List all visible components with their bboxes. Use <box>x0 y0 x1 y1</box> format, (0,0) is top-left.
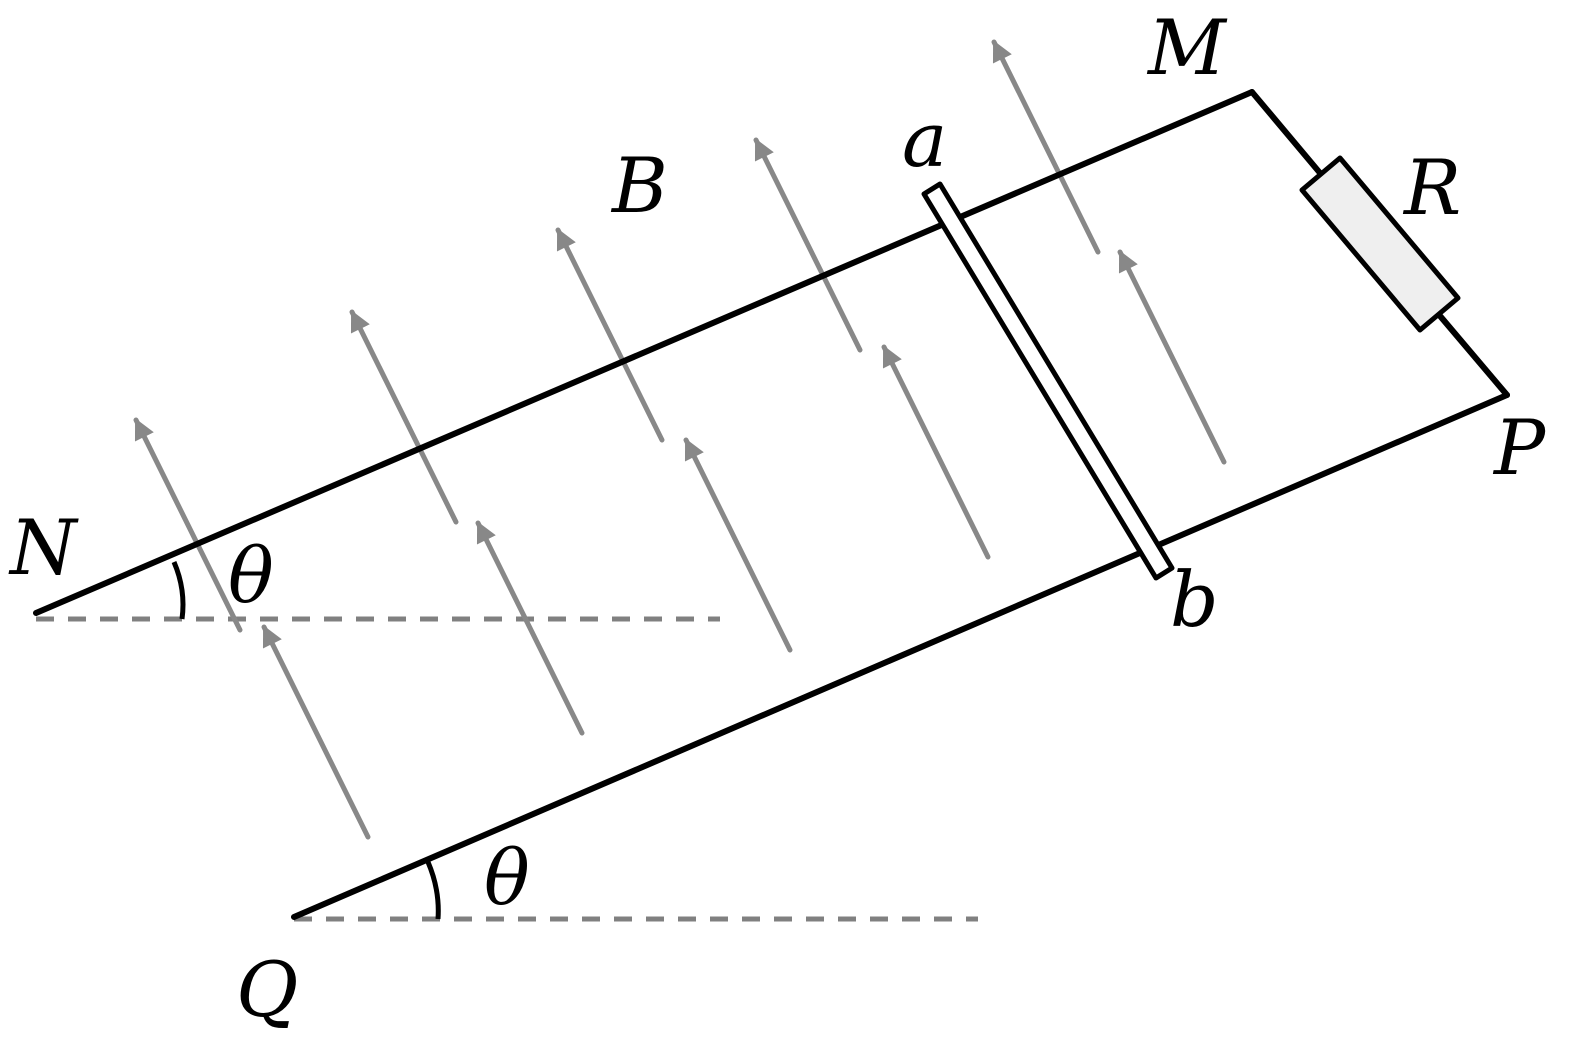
label-p: P <box>1492 403 1547 492</box>
field-arrow-5 <box>991 39 1101 255</box>
field-arrow-4 <box>753 137 863 353</box>
angle-arc-upper <box>171 561 186 620</box>
angle-arc-lower <box>425 861 441 920</box>
field-arrow-1 <box>133 417 243 633</box>
field-arrow-6 <box>261 624 371 840</box>
magnetic-field-arrows <box>133 39 1227 840</box>
field-arrow-9 <box>881 344 991 560</box>
wire-m-to-resistor <box>1249 89 1323 176</box>
label-a: a <box>902 95 947 184</box>
label-b-field: B <box>610 141 668 230</box>
field-arrow-10 <box>1117 249 1227 465</box>
label-r: R <box>1402 143 1461 232</box>
conducting-rod-ab <box>921 181 1175 581</box>
label-b-rod-end: b <box>1170 555 1219 644</box>
label-theta-upper: θ <box>228 531 274 620</box>
field-arrow-7 <box>475 520 585 736</box>
label-theta-lower: θ <box>484 833 530 922</box>
label-q: Q <box>236 945 298 1034</box>
field-arrow-8 <box>683 437 793 653</box>
resistor-r <box>1299 155 1461 333</box>
rail-qp <box>291 392 1510 920</box>
field-arrow-3 <box>555 227 665 443</box>
label-m: M <box>1146 3 1228 92</box>
wire-resistor-to-p <box>1432 307 1510 398</box>
rail-nm <box>33 89 1255 616</box>
field-arrow-2 <box>349 309 459 525</box>
label-n: N <box>8 503 79 592</box>
